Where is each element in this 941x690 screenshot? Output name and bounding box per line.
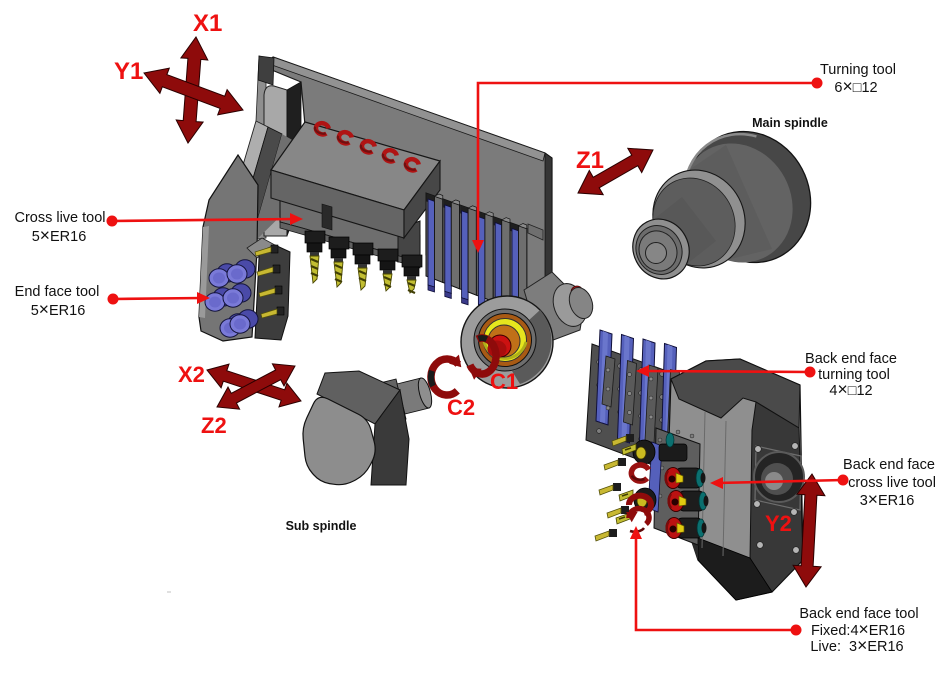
svg-text:Z1: Z1 <box>576 147 604 174</box>
svg-text:Fixed:4×ER16: Fixed:4×ER16 <box>811 619 905 639</box>
svg-text:3×ER16: 3×ER16 <box>860 489 915 509</box>
svg-text:End face tool: End face tool <box>15 284 100 300</box>
svg-text:Live: 3×ER16: Live: 3×ER16 <box>810 635 903 655</box>
svg-text:X1: X1 <box>193 10 222 37</box>
svg-text:Turning tool: Turning tool <box>820 62 896 78</box>
svg-text:4×□12: 4×□12 <box>829 379 872 399</box>
svg-text:C2: C2 <box>447 395 475 420</box>
svg-text:turning tool: turning tool <box>818 367 890 383</box>
svg-text:Y2: Y2 <box>765 511 792 536</box>
svg-text:5×ER16: 5×ER16 <box>31 299 86 319</box>
svg-text:5×ER16: 5×ER16 <box>32 225 87 245</box>
svg-text:cross live tool: cross live tool <box>848 475 936 491</box>
svg-text:Y1: Y1 <box>114 58 143 85</box>
svg-text:Back end face: Back end face <box>805 351 897 367</box>
svg-text:C1: C1 <box>490 369 518 394</box>
svg-text:Back end face: Back end face <box>843 457 935 473</box>
svg-text:Main spindle: Main spindle <box>752 116 828 130</box>
svg-text:6×□12: 6×□12 <box>834 76 877 96</box>
svg-text:Cross live tool: Cross live tool <box>14 210 105 226</box>
svg-text:Sub spindle: Sub spindle <box>286 519 357 533</box>
svg-text:X2: X2 <box>178 362 205 387</box>
svg-text:Z2: Z2 <box>201 413 227 438</box>
svg-text:Back end face tool: Back end face tool <box>799 606 918 622</box>
